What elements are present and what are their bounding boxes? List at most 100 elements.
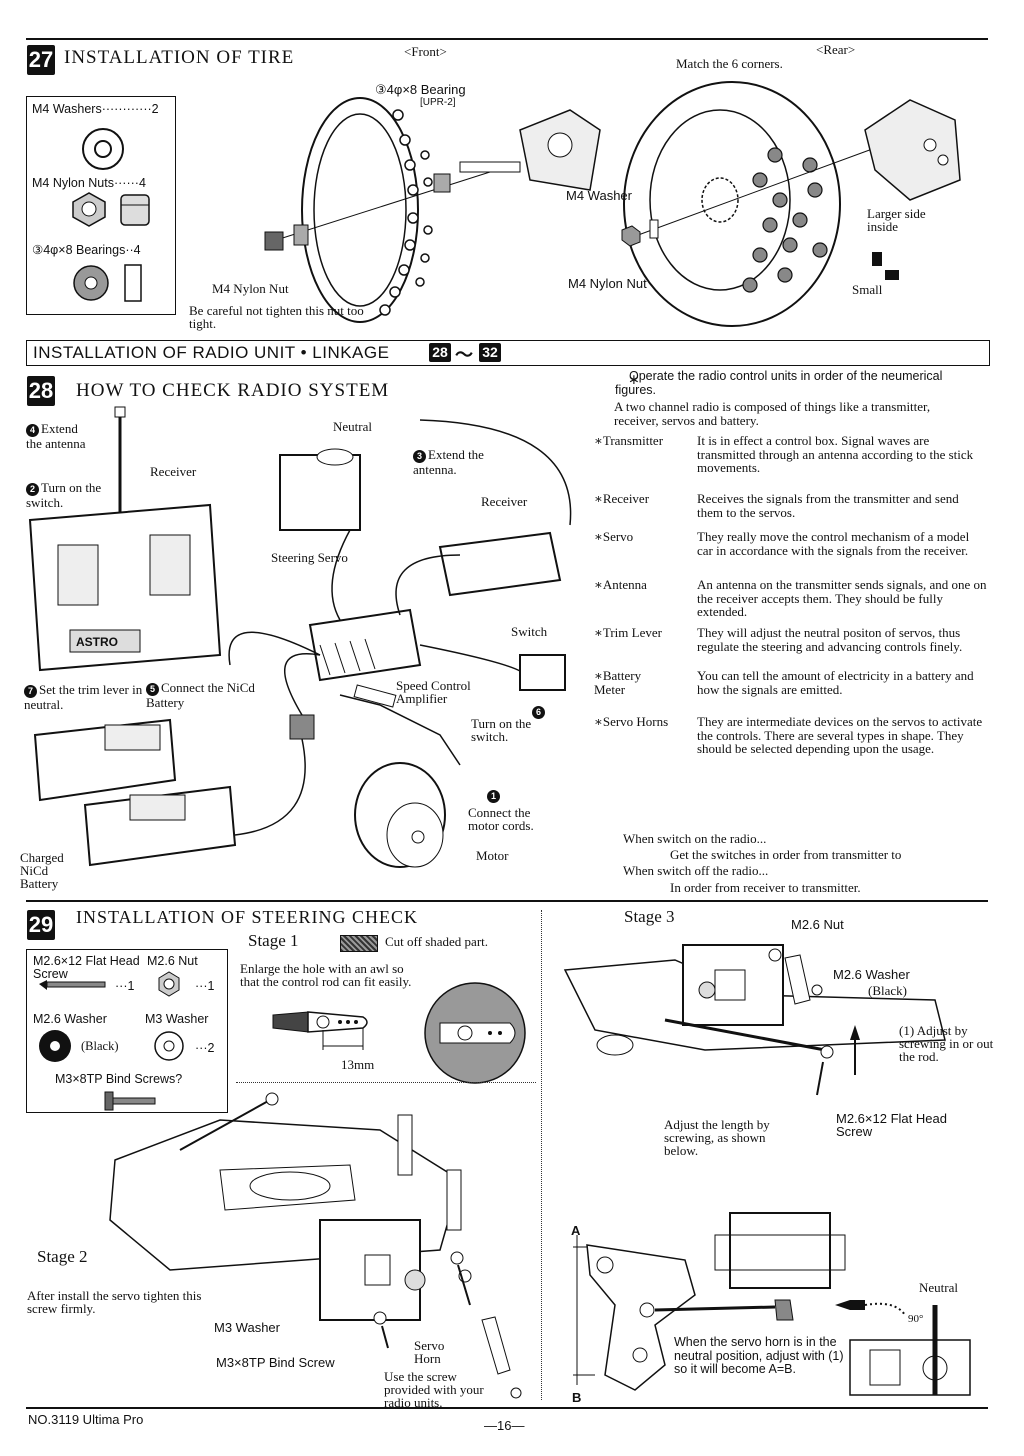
m3-bind-screw-label: M3×8TP Bind Screw xyxy=(216,1355,335,1370)
bearing-label: ③4φ×8 Bearing xyxy=(375,82,466,97)
def-text: They really move the control mechanism o… xyxy=(697,529,970,558)
step-1-marker: 1 xyxy=(487,789,500,803)
step-2-text: Turn on the switch. xyxy=(26,480,102,510)
receiver-label-b: Receiver xyxy=(481,494,528,509)
step-7-marker: 7 xyxy=(24,684,37,698)
part-m4-nylon-nuts: M4 Nylon Nuts······4 xyxy=(32,176,146,190)
def-term: ∗Receiver xyxy=(594,491,650,506)
step-6-marker: 6 xyxy=(532,705,545,719)
intro-text: Operate the radio control units in order… xyxy=(615,369,943,397)
top-rule xyxy=(26,38,988,40)
step-3-text: Extend the antenna. xyxy=(413,447,484,477)
switch-label: Switch xyxy=(511,624,548,639)
order-off-text: In order from receiver to transmitter. xyxy=(670,880,861,895)
section-29-rule xyxy=(26,900,988,902)
front-tire-drawing xyxy=(264,97,601,323)
parts-27-drawings xyxy=(72,128,150,302)
step-4-text: Extend the antenna xyxy=(26,421,86,451)
servo-horn-label: Servo Horn xyxy=(414,1338,445,1366)
asterisk: ∗ xyxy=(628,371,640,387)
stage-2-label: Stage 2 xyxy=(37,1247,88,1266)
section-28-title: HOW TO CHECK RADIO SYSTEM xyxy=(76,380,390,401)
stage-divider-v xyxy=(541,910,542,1400)
ninety-degree-label: 90° xyxy=(908,1313,924,1325)
step-6-marker-wrap: 6 xyxy=(532,703,547,721)
step-4-marker: 4 xyxy=(26,423,39,437)
part-black: (Black) xyxy=(81,1039,119,1053)
when-on-label: When switch on the radio... xyxy=(623,831,767,846)
def-term: ∗Battery Meter xyxy=(594,668,642,697)
def-text: Receives the signals from the transmitte… xyxy=(697,491,959,520)
def-text: They will adjust the neutral positon of … xyxy=(697,625,963,654)
intro-note: ∗Operate the radio control units in orde… xyxy=(615,369,970,397)
stage-1-label: Stage 1 xyxy=(248,931,299,950)
label-a: A xyxy=(571,1223,581,1238)
enlarge-note: Enlarge the hole with an awl so that the… xyxy=(240,961,412,989)
part-m26-washer: M2.6 Washer xyxy=(33,1012,107,1026)
rear-tire-drawing xyxy=(621,81,961,327)
m26-washer-label: M2.6 Washer xyxy=(833,967,910,982)
m4-washer-label: M4 Washer xyxy=(566,188,632,203)
stage-3-drawing xyxy=(563,944,946,1096)
step-2-marker: 2 xyxy=(26,482,39,496)
part-bind-screws: M3×8TP Bind Screws? xyxy=(55,1072,183,1086)
charged-battery-label: Charged NiCd Battery xyxy=(20,850,64,891)
adjust-1-note: (1) Adjust by screwing in or out the rod… xyxy=(899,1023,994,1064)
def-term: ∗Servo xyxy=(594,529,634,544)
adjust-length-note: Adjust the length by screwing, as shown … xyxy=(664,1117,770,1158)
dimension-13mm: 13mm xyxy=(341,1057,375,1072)
small-label: Small xyxy=(852,282,883,297)
shaded-swatch xyxy=(340,935,378,952)
section-27-number: 27 xyxy=(27,45,55,75)
step-3-marker: 3 xyxy=(413,449,426,463)
part-flat-qty: ···1 xyxy=(115,979,135,993)
stage-3-label: Stage 3 xyxy=(624,907,675,926)
part-m26-nut: M2.6 Nut xyxy=(147,954,198,968)
def-text: An antenna on the transmitter sends sign… xyxy=(697,577,987,619)
cut-off-note: Cut off shaded part. xyxy=(385,934,489,949)
def-term: ∗Trim Lever xyxy=(594,625,662,640)
banner-num-28: 28 xyxy=(429,343,451,362)
match-corners-label: Match the 6 corners. xyxy=(676,56,783,71)
banner-text: INSTALLATION OF RADIO UNIT • LINKAGE xyxy=(33,343,390,362)
speed-control-label: Speed Control Amplifier xyxy=(396,678,471,706)
def-text: It is in effect a control box. Signal wa… xyxy=(697,433,974,475)
when-horn-neutral-note: When the servo horn is in the neutral po… xyxy=(674,1335,844,1376)
page-number: —16— xyxy=(484,1418,525,1433)
step-1-marker-wrap: 1 xyxy=(487,787,502,805)
step-5-text: Connect the NiCd Battery xyxy=(146,680,255,710)
section-27-title: INSTALLATION OF TIRE xyxy=(64,47,295,68)
larger-side-label: Larger side inside xyxy=(867,206,926,234)
banner-num-32: 32 xyxy=(479,343,501,362)
label-b: B xyxy=(572,1390,582,1405)
section-29-number: 29 xyxy=(27,910,55,940)
def-text: You can tell the amount of electricity i… xyxy=(697,668,974,697)
neutral-label-2: Neutral xyxy=(919,1280,958,1295)
parts-list-27: M4 Washers············2 M4 Nylon Nuts···… xyxy=(26,96,176,315)
svg-text:ASTRO: ASTRO xyxy=(76,635,118,649)
m3-washer-label: M3 Washer xyxy=(214,1320,280,1335)
step-5-marker: 5 xyxy=(146,682,159,696)
def-term: ∗Antenna xyxy=(594,577,647,592)
radio-unit-banner: INSTALLATION OF RADIO UNIT • LINKAGE 28 … xyxy=(26,340,990,366)
section-29-title: INSTALLATION OF STEERING CHECK xyxy=(76,907,419,927)
front-label: <Front> xyxy=(404,44,447,59)
motor-label: Motor xyxy=(476,848,509,863)
order-on-text: Get the switches in order from transmitt… xyxy=(670,847,902,862)
a-equals-b-drawing xyxy=(573,1212,971,1396)
stage-2-drawing xyxy=(109,1092,522,1399)
neutral-label: Neutral xyxy=(333,419,372,434)
m4-nylon-nut-right: M4 Nylon Nut xyxy=(568,276,647,291)
receiver-label-a: Receiver xyxy=(150,464,197,479)
def-text: They are intermediate devices on the ser… xyxy=(697,714,983,756)
def-term: ∗Transmitter xyxy=(594,433,664,448)
flat-head-screw-label: M2.6×12 Flat Head Screw xyxy=(836,1111,947,1139)
rear-label: <Rear> xyxy=(816,42,856,57)
use-screw-note: Use the screw provided with your radio u… xyxy=(384,1369,484,1410)
m26-nut-label: M2.6 Nut xyxy=(791,917,844,932)
